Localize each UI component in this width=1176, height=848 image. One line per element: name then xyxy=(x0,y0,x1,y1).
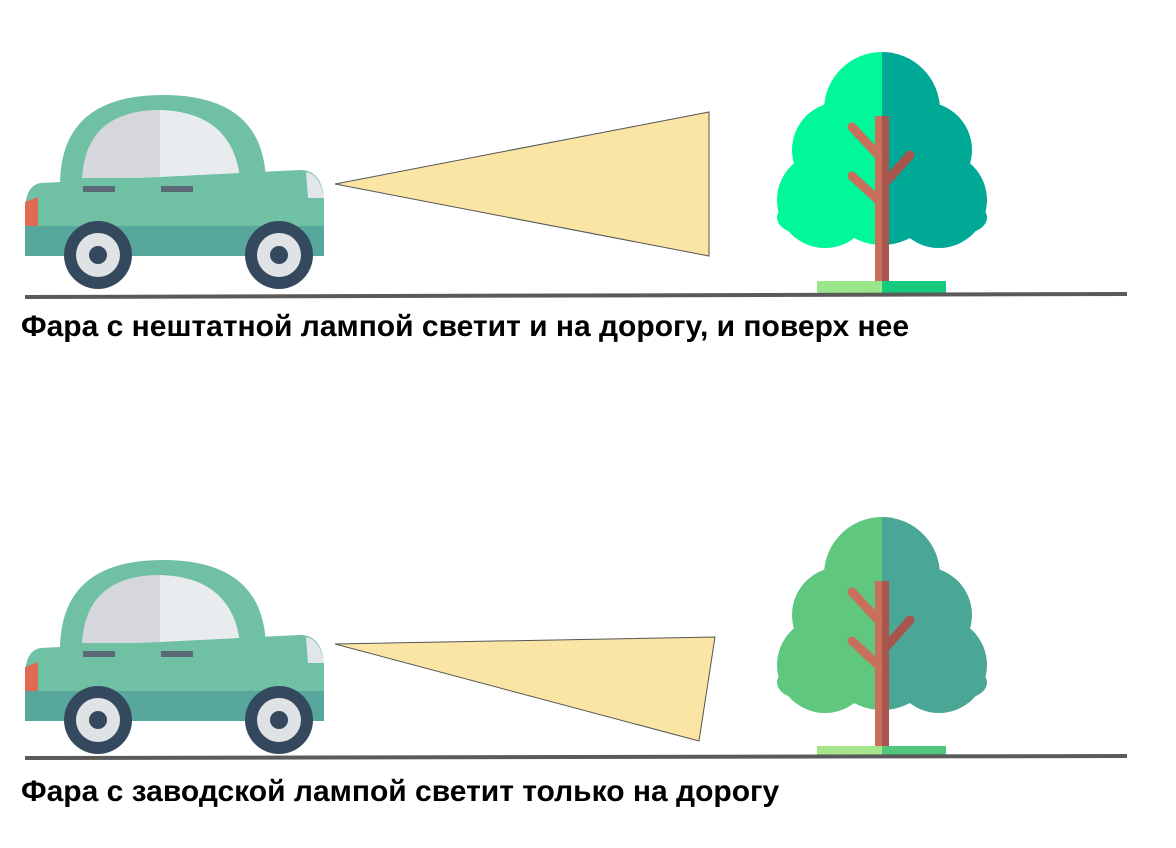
car-wheel-hub xyxy=(270,246,288,264)
tree-grass xyxy=(882,281,946,293)
tree-branch xyxy=(847,636,883,670)
road-line xyxy=(24,754,1128,760)
caption: Фара с нештатной лампой светит и на доро… xyxy=(21,310,910,343)
scene-factory-bulb: Фара с заводской лампой светит только на… xyxy=(0,465,1176,808)
road-surface xyxy=(24,292,1128,299)
tree-branch xyxy=(881,150,915,187)
car-window-rear xyxy=(82,110,160,178)
car-taillight xyxy=(25,197,38,226)
car-icon xyxy=(25,560,324,754)
car-headlight xyxy=(306,172,324,198)
tree-branch xyxy=(847,122,883,160)
headlight-beam xyxy=(334,111,710,257)
car-icon xyxy=(25,95,324,289)
scene-illustration xyxy=(24,517,1128,760)
headlight-beam xyxy=(334,636,716,742)
beam-triangle xyxy=(334,111,710,257)
tree-branch xyxy=(881,615,915,652)
car-window-rear xyxy=(82,575,160,643)
car-wheel-hub xyxy=(89,246,107,264)
beam-triangle xyxy=(334,636,716,742)
tree-crown-right xyxy=(882,517,987,713)
road-surface xyxy=(24,754,1128,760)
road-line xyxy=(24,292,1128,299)
car-window-front xyxy=(160,110,240,178)
car-wheel-hub xyxy=(89,711,107,729)
caption: Фара с заводской лампой светит только на… xyxy=(21,775,780,808)
car-window-front xyxy=(160,575,240,643)
tree-branch xyxy=(847,171,883,205)
scene-nonstandard-bulb: Фара с нештатной лампой светит и на доро… xyxy=(0,0,1176,343)
tree-icon xyxy=(777,517,987,758)
car-door-handle xyxy=(161,651,193,657)
tree-icon xyxy=(777,52,987,293)
scene-illustration xyxy=(24,52,1128,299)
car-headlight xyxy=(306,637,324,663)
car-taillight xyxy=(25,662,38,691)
tree-crown-right xyxy=(882,52,987,248)
car-door-handle xyxy=(83,186,115,192)
tree-grass xyxy=(817,281,882,293)
tree-trunk xyxy=(882,581,889,749)
car-wheel-hub xyxy=(270,711,288,729)
car-door-handle xyxy=(161,186,193,192)
car-door-handle xyxy=(83,651,115,657)
tree-trunk xyxy=(882,116,889,284)
tree-branch xyxy=(847,587,883,625)
